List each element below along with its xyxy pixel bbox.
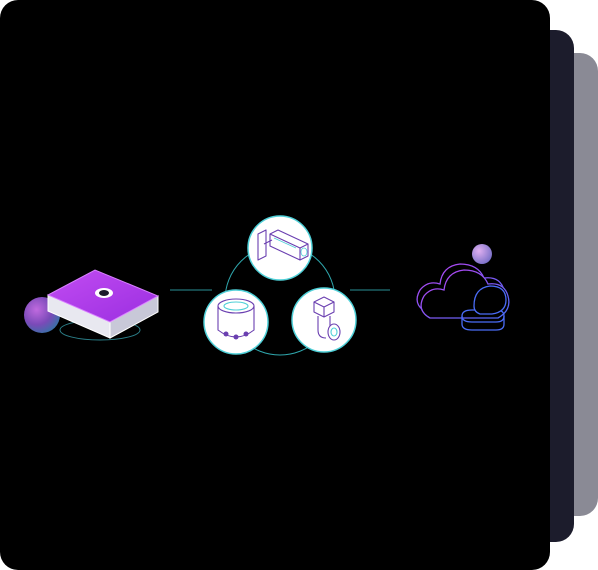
illustration-card (0, 0, 550, 570)
dome-camera-icon (203, 289, 269, 355)
orb-decoration-small (472, 244, 492, 264)
cloud-icon (416, 244, 510, 331)
hub-device-icon (24, 269, 160, 341)
bullet-camera-icon (247, 215, 313, 281)
ptz-camera-icon (291, 287, 357, 353)
network-illustration (24, 215, 510, 356)
